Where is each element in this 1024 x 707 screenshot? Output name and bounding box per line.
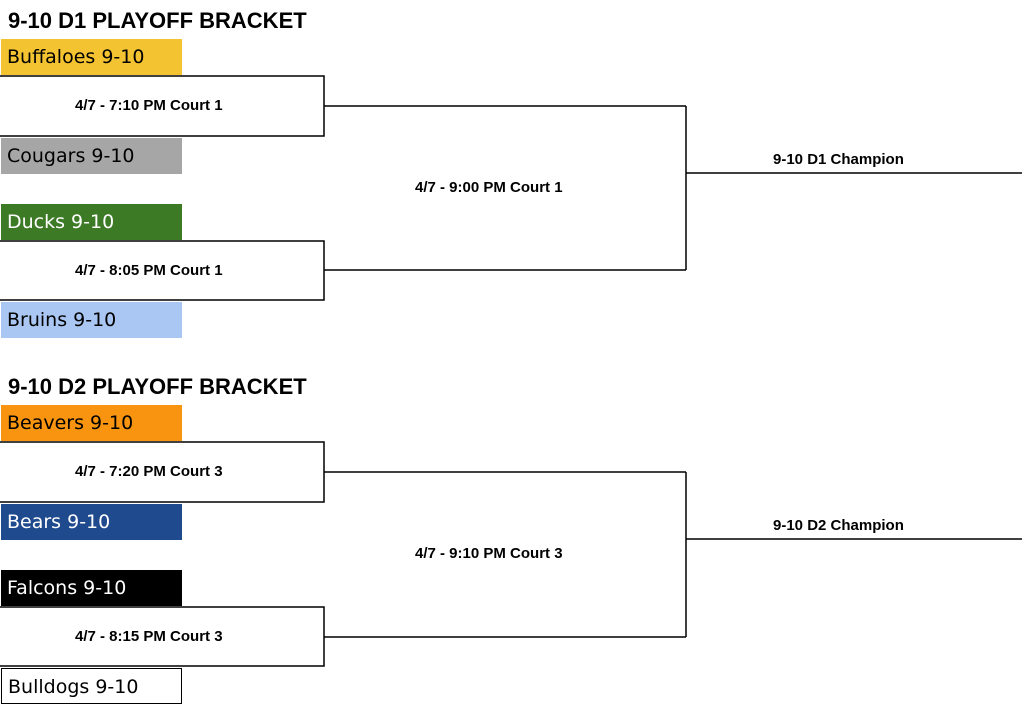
d2-team-3: Falcons 9-10 [1,570,182,606]
d2-game-2-label: 4/7 - 8:15 PM Court 3 [75,628,223,645]
d1-team-1: Buffaloes 9-10 [1,39,182,75]
d1-team-4: Bruins 9-10 [1,302,182,338]
d1-team-3: Ducks 9-10 [1,204,182,240]
d1-champion-label: 9-10 D1 Champion [773,151,904,168]
d2-bracket-title: 9-10 D2 PLAYOFF BRACKET [8,374,307,399]
d1-game-2-label: 4/7 - 8:05 PM Court 1 [75,262,223,279]
d2-team-4: Bulldogs 9-10 [1,668,182,704]
d1-final-game-label: 4/7 - 9:00 PM Court 1 [415,179,563,196]
d2-champion-label: 9-10 D2 Champion [773,517,904,534]
d2-team-2: Bears 9-10 [1,504,182,540]
d1-game-1-label: 4/7 - 7:10 PM Court 1 [75,97,223,114]
d1-team-2: Cougars 9-10 [1,138,182,174]
d2-game-1-label: 4/7 - 7:20 PM Court 3 [75,463,223,480]
d2-final-game-label: 4/7 - 9:10 PM Court 3 [415,545,563,562]
d2-team-1: Beavers 9-10 [1,405,182,441]
d1-bracket-title: 9-10 D1 PLAYOFF BRACKET [8,8,307,33]
